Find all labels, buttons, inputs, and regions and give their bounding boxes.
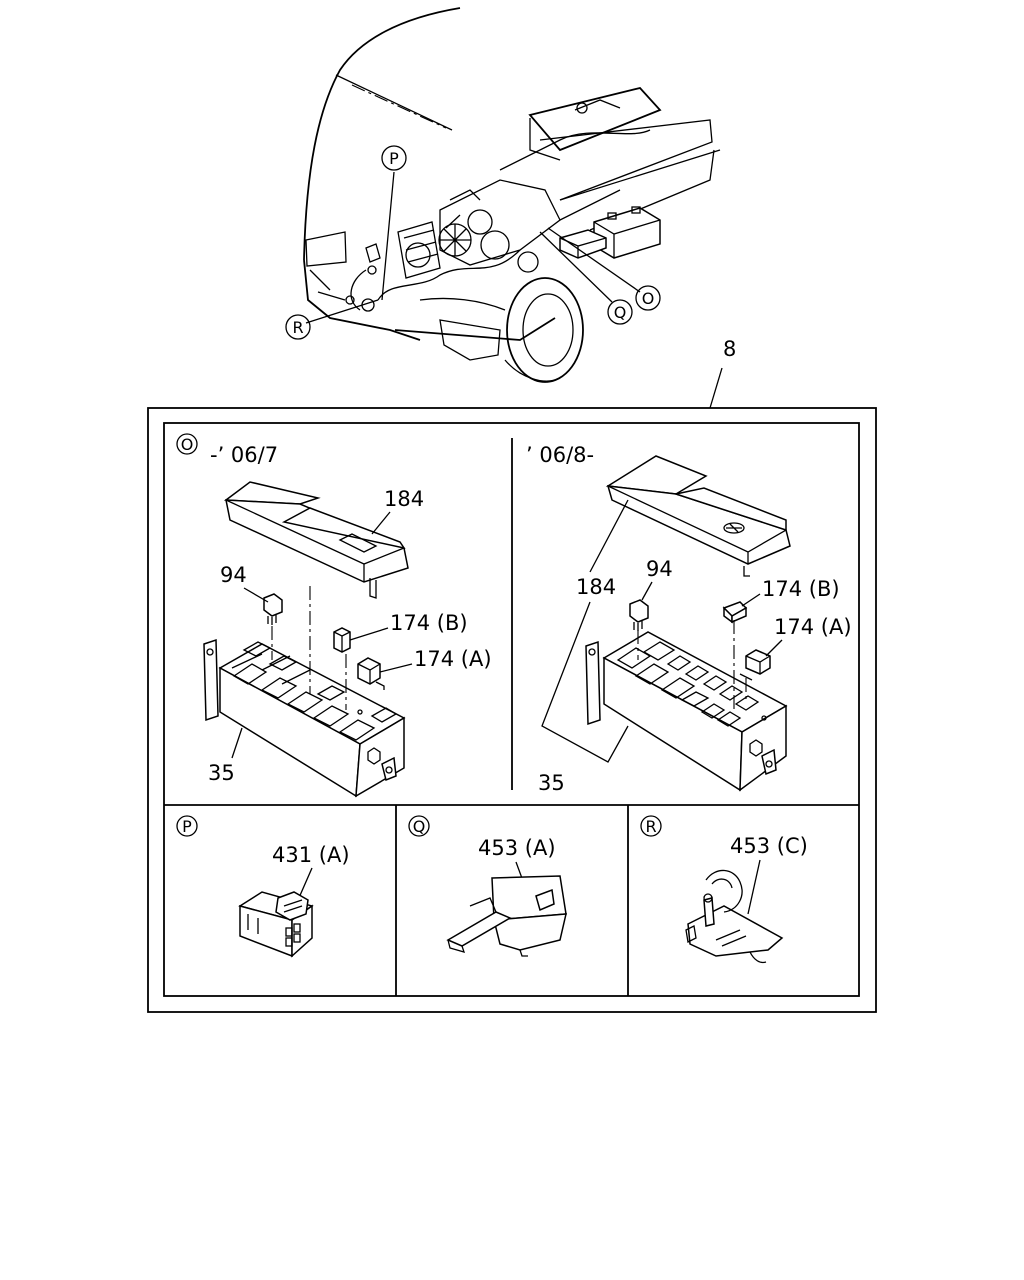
callout-p-top-text: P bbox=[389, 149, 399, 168]
left-label-184: 184 bbox=[384, 487, 424, 511]
panel-p: P 431 (A) bbox=[176, 815, 350, 958]
callout-r-top-text: R bbox=[292, 318, 303, 337]
truck-overview-illustration bbox=[303, 7, 721, 383]
panel-o-circle-label: O bbox=[181, 435, 194, 454]
right-cover-184 bbox=[605, 455, 791, 577]
left-relay-174a bbox=[357, 657, 385, 690]
panel-r-part-label: 453 (C) bbox=[730, 834, 808, 858]
right-label-174a: 174 (A) bbox=[774, 615, 852, 639]
panel-o-right-period: ’ 06/8- bbox=[526, 443, 594, 467]
callout-o-top-text: O bbox=[642, 289, 655, 308]
right-fusebox-35 bbox=[585, 631, 788, 792]
left-fusebox-35 bbox=[203, 638, 406, 798]
connector-431a bbox=[238, 891, 314, 958]
left-cover-184 bbox=[223, 481, 409, 599]
panel-q: Q 453 (A) bbox=[408, 815, 567, 957]
panel-p-circle-label: P bbox=[182, 817, 192, 836]
callout-q-top: Q bbox=[607, 299, 633, 325]
panel-q-part-label: 453 (A) bbox=[478, 836, 556, 860]
panel-o: O -’ 06/7 184 94 174 (B) bbox=[176, 433, 852, 798]
callout-p-top: P bbox=[381, 145, 407, 171]
assembly-number-label: 8 bbox=[723, 337, 736, 361]
panel-r: R 453 (C) bbox=[640, 815, 808, 964]
right-relay-174b bbox=[722, 601, 748, 624]
outer-frame bbox=[147, 407, 877, 1013]
right-label-35: 35 bbox=[538, 771, 565, 795]
clip-453c bbox=[685, 869, 784, 964]
right-fuse-94 bbox=[629, 599, 649, 631]
right-label-184: 184 bbox=[576, 575, 616, 599]
panel-r-circle-label: R bbox=[645, 817, 656, 836]
callout-r-top: R bbox=[285, 314, 311, 340]
right-relay-174a bbox=[739, 649, 771, 681]
panel-o-left-period: -’ 06/7 bbox=[210, 443, 278, 467]
left-label-35: 35 bbox=[208, 761, 235, 785]
assembly-number-leader bbox=[709, 367, 723, 409]
left-label-174b: 174 (B) bbox=[390, 611, 468, 635]
callout-q-top-text: Q bbox=[614, 303, 627, 322]
panel-p-part-label: 431 (A) bbox=[272, 843, 350, 867]
bracket-453a bbox=[446, 875, 567, 957]
left-fuse-94 bbox=[263, 593, 283, 625]
right-label-94: 94 bbox=[646, 557, 673, 581]
left-label-174a: 174 (A) bbox=[414, 647, 492, 671]
right-label-174b: 174 (B) bbox=[762, 577, 840, 601]
callout-o-top: O bbox=[635, 285, 661, 311]
panel-q-circle-label: Q bbox=[413, 817, 426, 836]
left-relay-174b bbox=[333, 627, 351, 653]
left-label-94: 94 bbox=[220, 563, 247, 587]
inner-frame bbox=[163, 422, 860, 997]
